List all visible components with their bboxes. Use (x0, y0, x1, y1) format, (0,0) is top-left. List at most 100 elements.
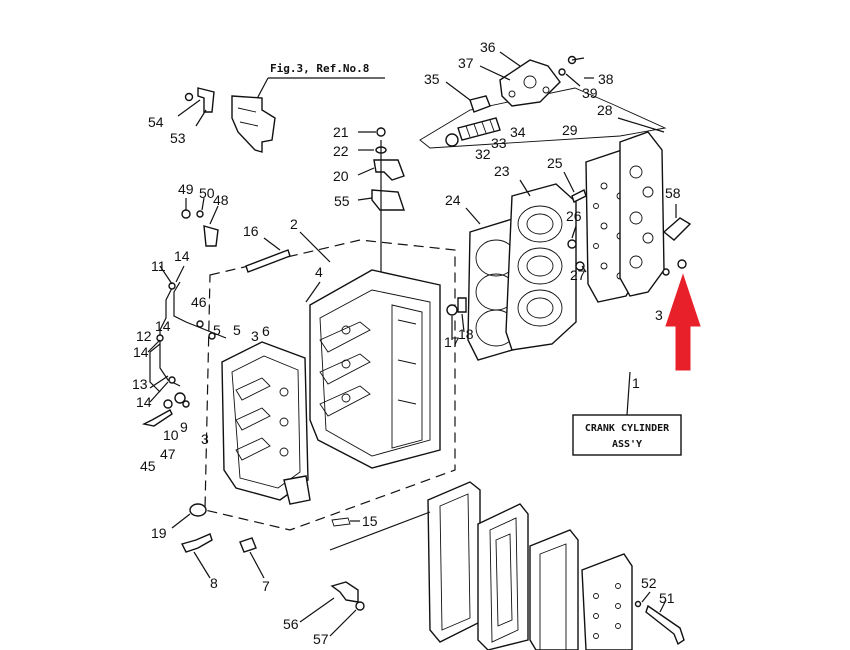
plug-part-46 (196, 320, 204, 328)
cover-part-36 (499, 59, 561, 107)
washer-head (662, 268, 670, 276)
label-part-55: 55 (334, 193, 350, 209)
label-part-26: 26 (566, 208, 582, 224)
label-part-28: 28 (597, 102, 613, 118)
spring-part-34 (457, 117, 501, 141)
clip-part-52 (634, 600, 642, 608)
cylinder-part-23 (505, 183, 577, 351)
crankcase-half-part-3 (221, 341, 309, 501)
assembly-name-box (572, 414, 682, 456)
bolt-part-49 (181, 209, 191, 219)
label-part-51: 51 (659, 590, 675, 606)
bracket-fig3-part (231, 95, 276, 153)
label-part-45: 45 (140, 458, 156, 474)
part-number-labels: 1 2 3 3 3 4 5 5 6 7 8 9 10 11 12 13 14 1… (132, 39, 681, 647)
clip-part-53 (197, 87, 215, 113)
label-part-6: 6 (262, 323, 270, 339)
exhaust-cover-plate (427, 481, 481, 643)
label-part-15: 15 (362, 513, 378, 529)
bolt-head-part-3 (677, 259, 687, 269)
hose-part-51 (645, 604, 685, 646)
pin-part-15 (331, 517, 351, 527)
label-part-4: 4 (315, 264, 323, 280)
label-part-8: 8 (210, 575, 218, 591)
bolt-part-21 (376, 127, 386, 137)
clamp-part-56 (330, 581, 359, 603)
clamp-part-14c (168, 376, 176, 384)
exhaust-inner-cover (529, 529, 579, 650)
label-part-17: 17 (444, 334, 460, 350)
bracket-part-48 (203, 225, 219, 247)
label-part-19: 19 (151, 525, 167, 541)
label-part-16: 16 (243, 223, 259, 239)
label-part-3b: 3 (201, 431, 209, 447)
label-part-49: 49 (178, 181, 194, 197)
label-part-7: 7 (262, 578, 270, 594)
clip-part-5 (208, 332, 216, 340)
plug-part-18 (457, 297, 467, 313)
label-part-32: 32 (475, 146, 491, 162)
label-part-1: 1 (632, 375, 640, 391)
label-part-38: 38 (598, 71, 614, 87)
label-part-53: 53 (170, 130, 186, 146)
outer-cover-plate (581, 553, 633, 650)
dowel-part-16 (245, 249, 291, 273)
label-part-24: 24 (445, 192, 461, 208)
highlight-arrow-icon (665, 273, 701, 371)
label-part-21: 21 (333, 124, 349, 140)
clamp-part-55 (371, 189, 405, 211)
label-part-9: 9 (180, 419, 188, 435)
dowel-part-17 (446, 304, 458, 316)
label-part-27: 27 (570, 267, 586, 283)
label-part-10: 10 (163, 427, 179, 443)
valve-part-35 (469, 95, 491, 113)
bolt-part-57 (355, 601, 365, 611)
label-part-58: 58 (665, 185, 681, 201)
figure-reference-label: Fig.3, Ref.No.8 (270, 62, 369, 75)
label-part-14c: 14 (133, 344, 149, 360)
label-part-39: 39 (582, 85, 598, 101)
label-part-2: 2 (290, 216, 298, 232)
label-part-22: 22 (333, 143, 349, 159)
bolt-part-45 (141, 409, 173, 427)
exhaust-gasket (477, 503, 529, 650)
washer-part-39 (558, 68, 566, 76)
label-part-14d: 14 (136, 394, 152, 410)
washer-part-50 (196, 210, 204, 218)
label-part-37: 37 (458, 55, 474, 71)
label-part-34: 34 (510, 124, 526, 140)
dowel-part-27 (575, 261, 585, 271)
washer-part-26 (567, 239, 577, 249)
seal-part-19 (189, 503, 207, 517)
label-part-12: 12 (136, 328, 152, 344)
label-part-3a: 3 (251, 328, 259, 344)
clamp-part-14b (156, 334, 164, 342)
label-part-33: 33 (491, 135, 507, 151)
label-part-54: 54 (148, 114, 164, 130)
label-part-14b: 14 (155, 318, 171, 334)
assembly-name-line1: CRANK CYLINDER (585, 423, 670, 434)
label-part-35: 35 (424, 71, 440, 87)
label-part-25: 25 (547, 155, 563, 171)
assembly-name-line2: ASS'Y (612, 439, 642, 450)
cylinder-head-part-28 (619, 131, 665, 297)
bolt-part-8 (180, 533, 213, 553)
label-part-50: 50 (199, 185, 215, 201)
hose-part-11 (159, 287, 181, 387)
seal-part-32 (445, 133, 459, 147)
spark-plug-part-58 (662, 217, 692, 241)
label-part-57: 57 (313, 631, 329, 647)
label-part-52: 52 (641, 575, 657, 591)
label-part-13: 13 (132, 376, 148, 392)
label-part-18: 18 (458, 326, 474, 342)
label-part-36: 36 (480, 39, 496, 55)
label-part-14a: 14 (174, 248, 190, 264)
washer-part-47 (163, 399, 173, 409)
label-part-47: 47 (160, 446, 176, 462)
crankcase-part-2 (309, 269, 441, 469)
label-part-20: 20 (333, 168, 349, 184)
clamp-part-20 (373, 159, 405, 181)
label-part-23: 23 (494, 163, 510, 179)
bolt-part-7 (239, 537, 257, 553)
